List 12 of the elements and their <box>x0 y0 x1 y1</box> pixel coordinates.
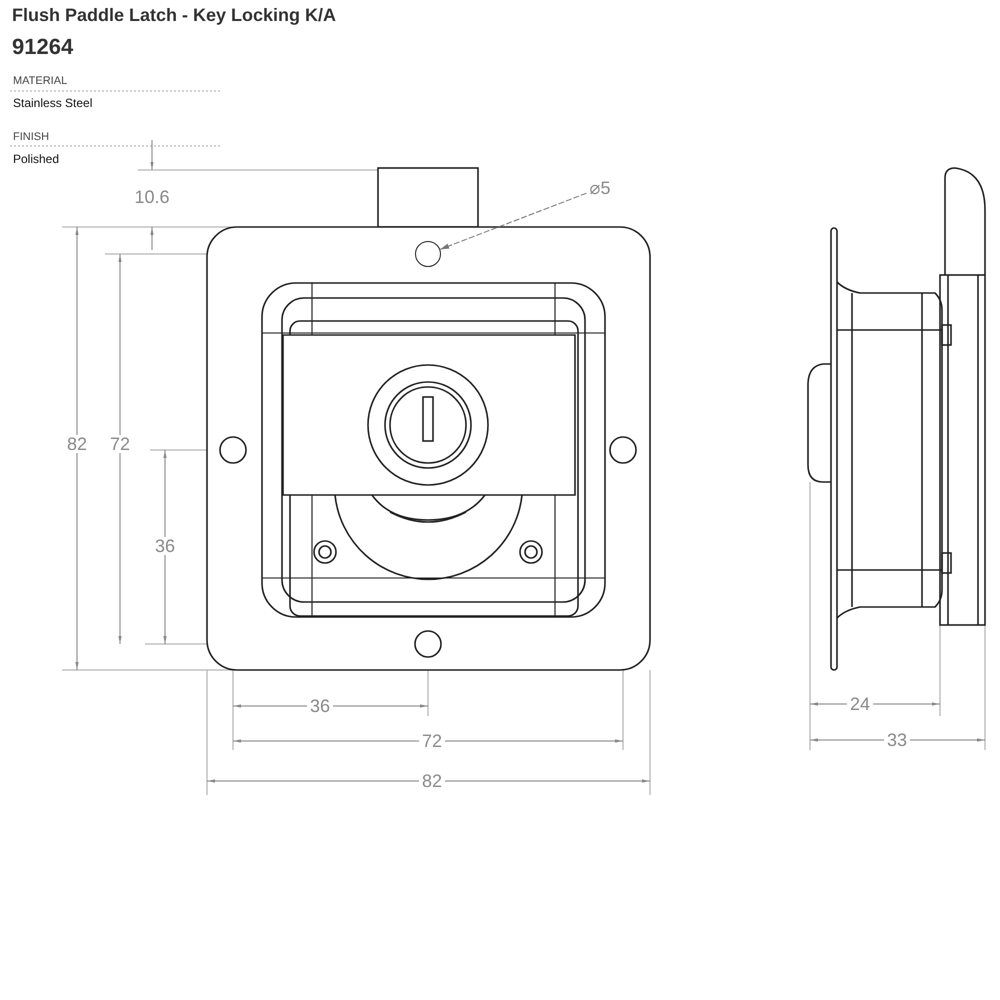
dimension-value: 36 <box>306 697 334 715</box>
title: Flush Paddle Latch - Key Locking K/A <box>12 6 336 24</box>
dimension-value: 82 <box>418 772 446 790</box>
leader-line <box>440 192 587 250</box>
dimension-value: 24 <box>846 695 874 713</box>
field-value: Stainless Steel <box>13 97 92 109</box>
dimension-value: 33 <box>884 731 910 749</box>
dimension-value: 72 <box>418 732 446 750</box>
field-label: MATERIAL <box>13 76 68 87</box>
field-value: Polished <box>13 153 60 165</box>
field-label: FINISH <box>13 132 50 143</box>
part-number: 91264 <box>12 36 74 58</box>
